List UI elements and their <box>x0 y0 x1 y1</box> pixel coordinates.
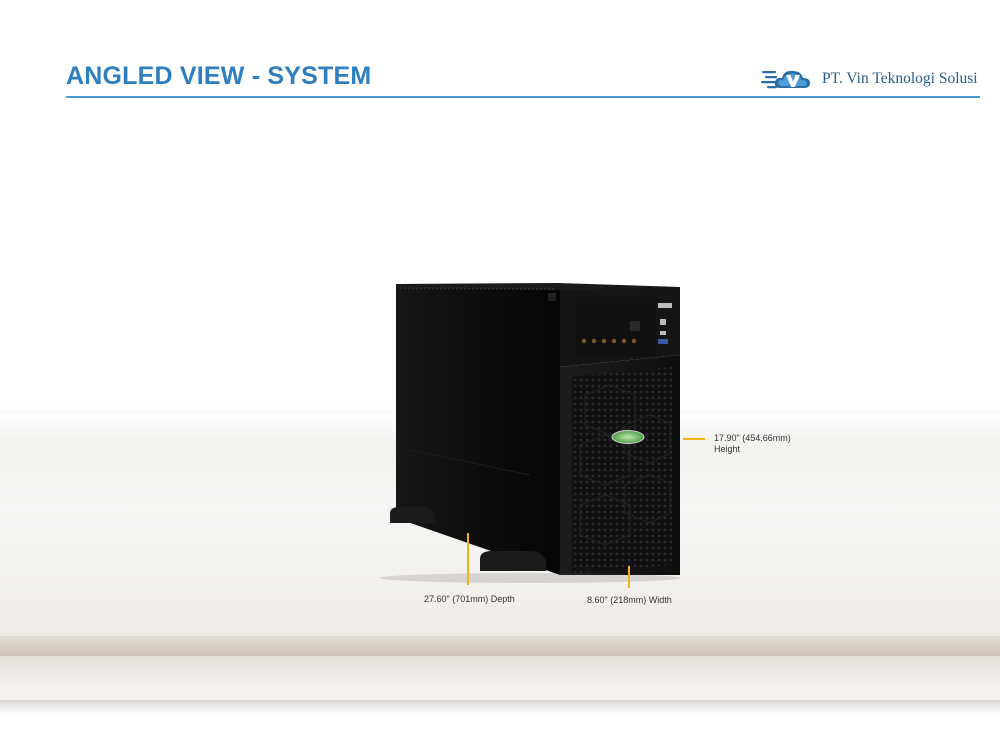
shelf-shadow <box>0 700 1000 714</box>
company-logo: PT. Vin Teknologi Solusi <box>760 62 990 94</box>
width-dimension-label: 8.60" (218mm) Width <box>587 595 672 605</box>
brand-oval-badge-icon <box>611 430 645 444</box>
shelf-front <box>0 656 1000 700</box>
title-underline <box>66 96 980 98</box>
height-dimension-label: 17.90" (454.66mm) Height <box>714 433 791 455</box>
depth-leader-line <box>467 533 469 585</box>
height-caption: Height <box>714 444 741 454</box>
width-leader-line <box>628 566 630 588</box>
company-name: PT. Vin Teknologi Solusi <box>822 70 978 87</box>
slide-title: ANGLED VIEW - SYSTEM <box>66 62 372 90</box>
height-leader-line <box>683 438 705 440</box>
height-value: 17.90" (454.66mm) <box>714 433 791 443</box>
tower-server-image <box>380 283 680 583</box>
shelf-edge <box>0 636 1000 656</box>
cloud-v-logo-icon <box>761 70 810 89</box>
depth-dimension-label: 27.60" (701mm) Depth <box>424 594 515 604</box>
